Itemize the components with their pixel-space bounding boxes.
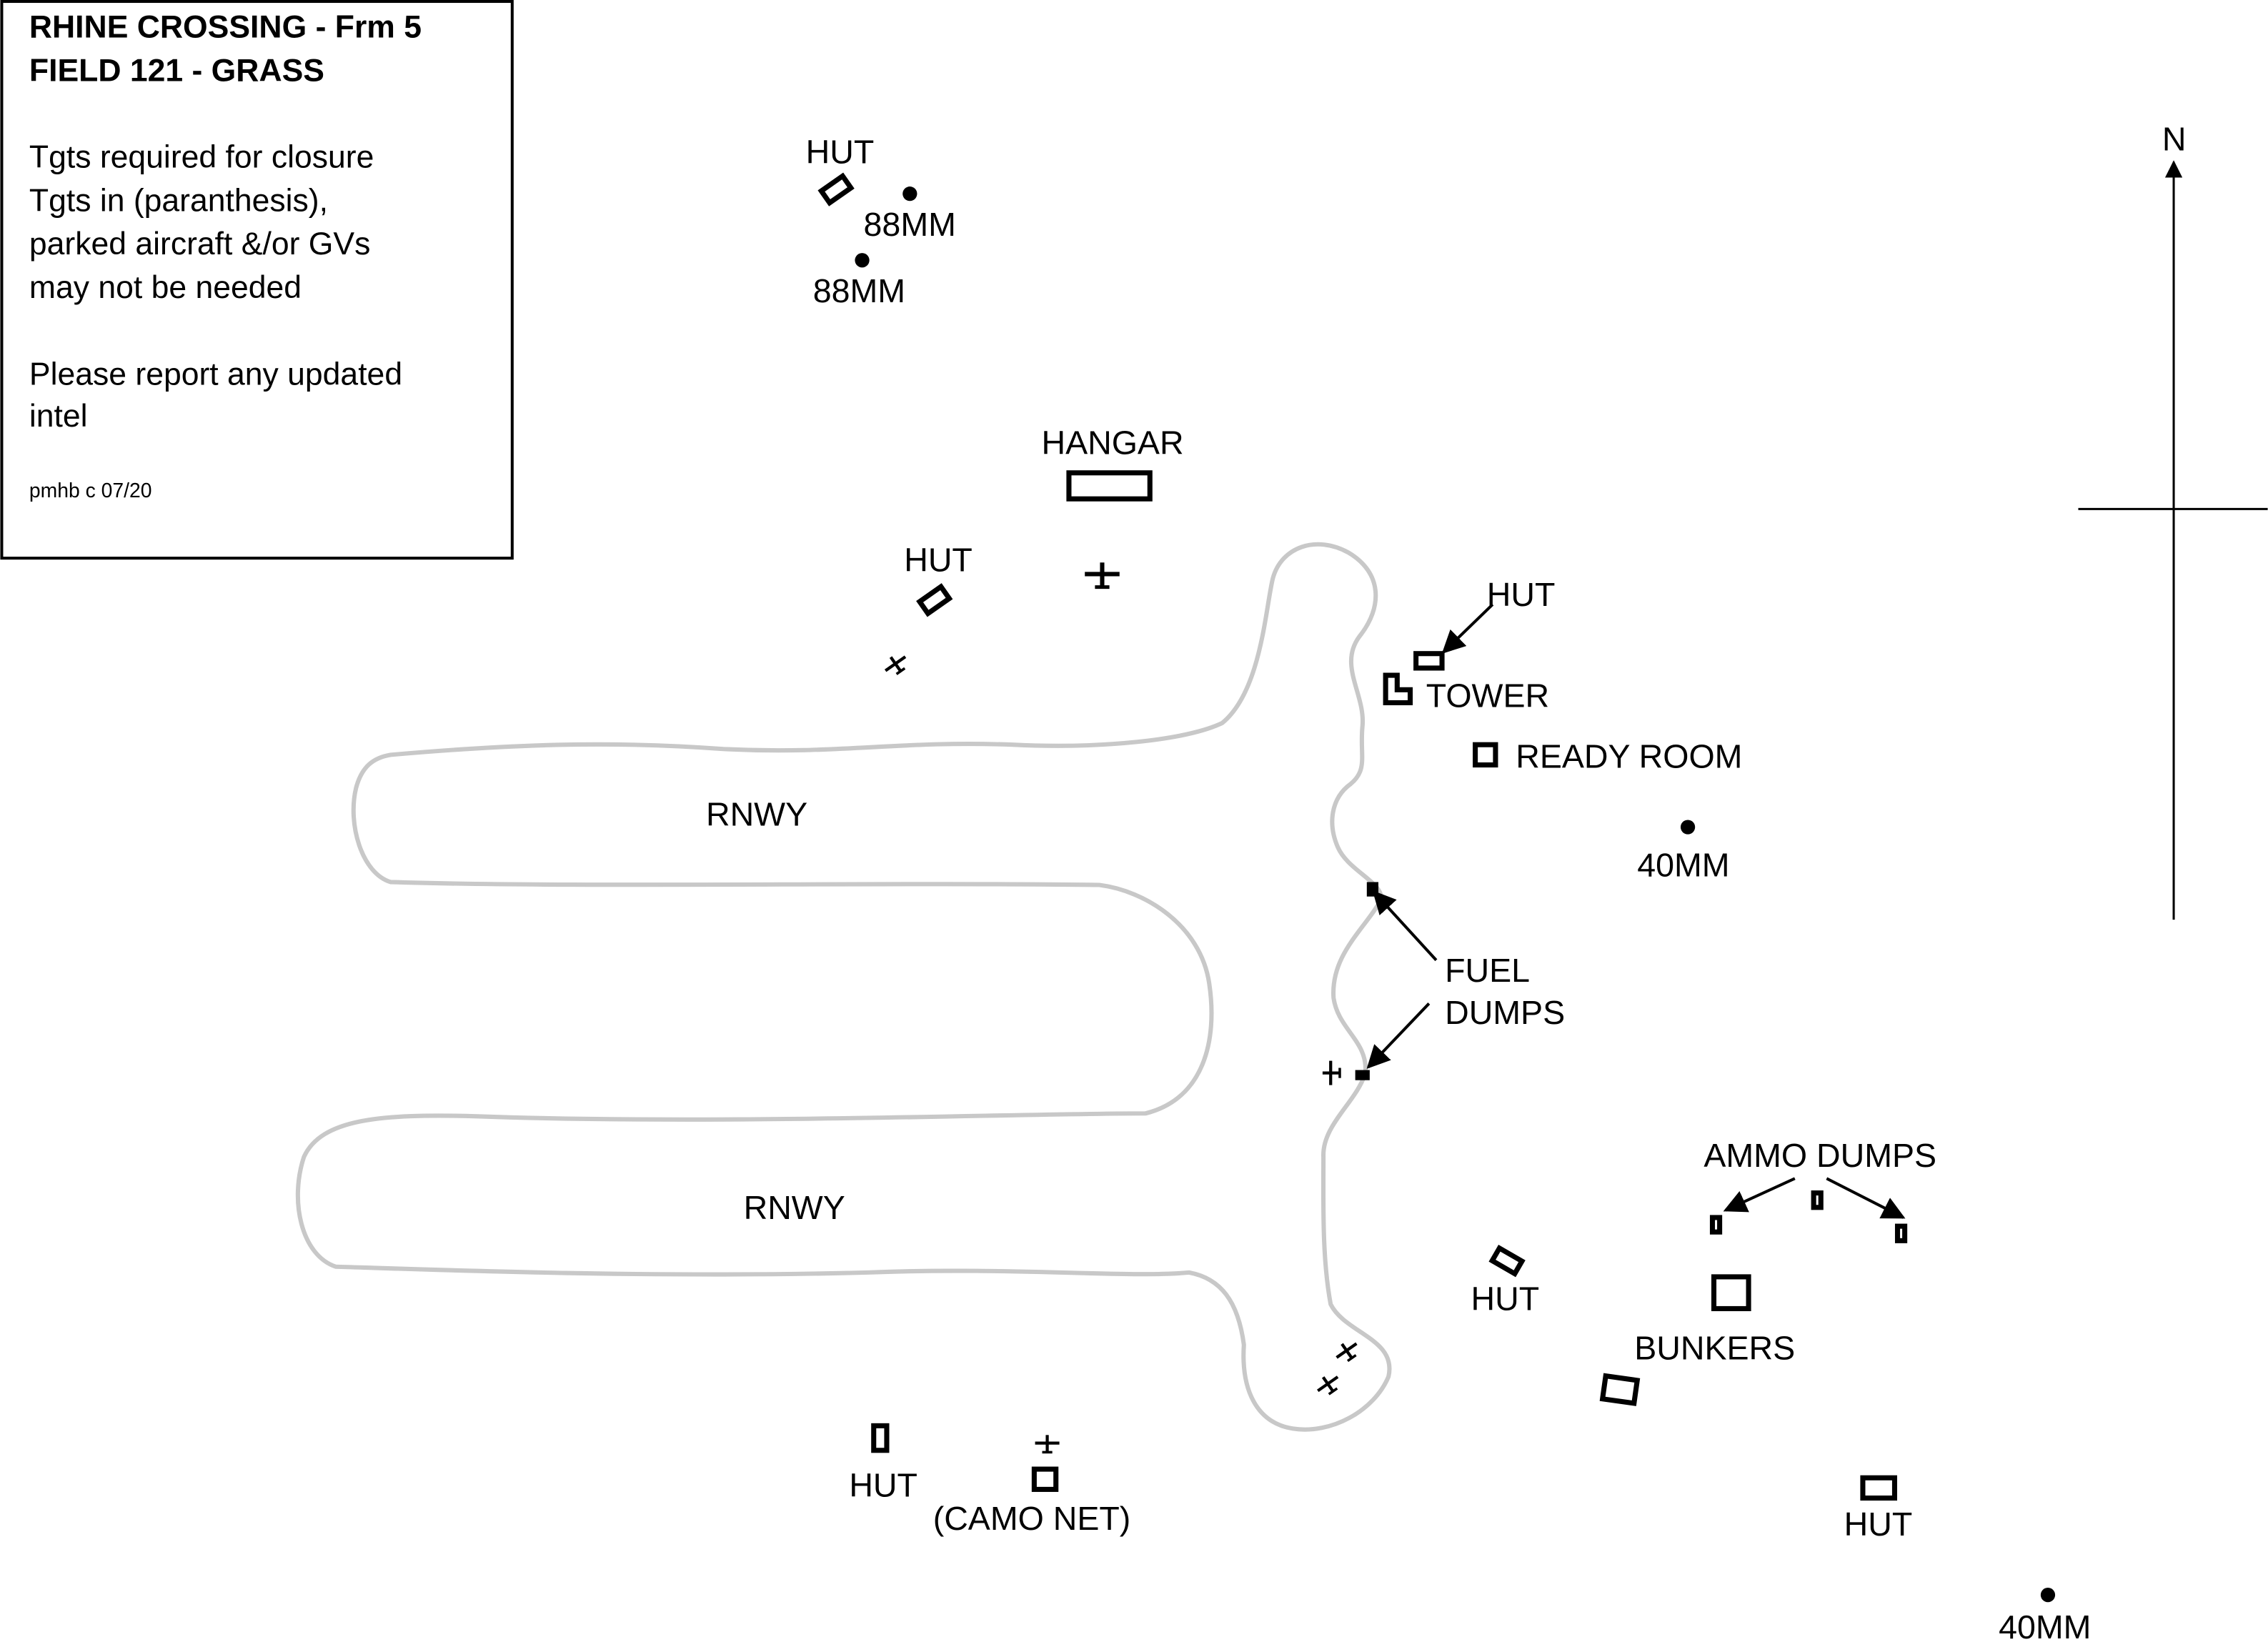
- aircraft-icon: [1332, 1337, 1362, 1365]
- fuel-dumps-label: FUEL: [1445, 952, 1530, 989]
- aircraft-icon: [1313, 1370, 1343, 1399]
- hangar-label: HANGAR: [1041, 424, 1183, 461]
- hut-label: HUT: [806, 134, 875, 171]
- gun-position-icon: [2040, 1588, 2056, 1603]
- gun-label: 40MM: [1999, 1608, 2091, 1646]
- ready-room-label: READY ROOM: [1516, 738, 1742, 775]
- aircraft-icon: [1085, 562, 1120, 588]
- note-line: Tgts in (paranthesis),: [29, 183, 328, 218]
- ammo-dump-icon: [1894, 1223, 1908, 1243]
- info-box: RHINE CROSSING - Frm 5 FIELD 121 - GRASS…: [0, 0, 514, 560]
- ammo-dump-icon: [1709, 1215, 1723, 1235]
- hut-building-icon: [817, 172, 855, 207]
- bunkers-label: BUNKERS: [1634, 1329, 1795, 1366]
- gun-label: 88MM: [813, 272, 905, 309]
- camo-net-label: (CAMO NET): [933, 1500, 1131, 1537]
- runway-label: RNWY: [706, 796, 807, 833]
- gun-position-icon: [1680, 820, 1696, 835]
- runway-label: RNWY: [744, 1189, 845, 1226]
- credit: pmhb c 07/20: [29, 479, 152, 502]
- ammo-dumps-label: AMMO DUMPS: [1704, 1137, 1936, 1174]
- tower-label: TOWER: [1426, 677, 1549, 715]
- hut-label: HUT: [1471, 1280, 1540, 1317]
- hut-label: HUT: [904, 541, 973, 578]
- ammo-dump-icon: [1811, 1190, 1824, 1210]
- report-line: Please report any updated: [29, 357, 402, 392]
- hut-label: HUT: [849, 1467, 917, 1504]
- arrow-icon: [1372, 890, 1438, 962]
- gun-position-icon: [902, 186, 917, 201]
- aircraft-icon: [881, 650, 911, 679]
- arrow-icon: [1723, 1177, 1796, 1213]
- bunker-icon: [1599, 1373, 1641, 1406]
- arrow-icon: [1441, 603, 1494, 654]
- hangar-building-icon: [1066, 470, 1153, 502]
- tower-building-icon: [1383, 672, 1413, 706]
- arrow-icon: [1366, 1002, 1431, 1069]
- compass: N: [2078, 120, 2268, 920]
- hut-building-icon: [916, 583, 953, 617]
- map-title: RHINE CROSSING - Frm 5: [29, 10, 422, 45]
- ready-room-building-icon: [1473, 742, 1498, 768]
- hut-building-icon: [871, 1423, 890, 1453]
- note-line: may not be needed: [29, 270, 302, 305]
- gun-label: 88MM: [864, 206, 956, 243]
- aircraft-icon: [1323, 1061, 1341, 1085]
- aircraft-icon: [1035, 1435, 1060, 1453]
- hut-label: HUT: [1487, 576, 1556, 613]
- hut-label: HUT: [1844, 1506, 1913, 1543]
- hut-building-icon: [1488, 1244, 1526, 1278]
- hut-building-icon: [1413, 651, 1445, 671]
- report-line: intel: [29, 399, 88, 434]
- hut-building-icon: [1860, 1475, 1898, 1501]
- gun-label: 40MM: [1637, 846, 1729, 883]
- note-line: parked aircraft &/or GVs: [29, 227, 370, 262]
- field-name: FIELD 121 - GRASS: [29, 53, 324, 88]
- arrow-icon: [1826, 1177, 1906, 1219]
- camo-net-icon: [1031, 1466, 1059, 1492]
- fuel-dumps-label: DUMPS: [1445, 994, 1565, 1031]
- gun-position-icon: [855, 253, 870, 268]
- info-box-border: [0, 0, 514, 560]
- runway-outline: [295, 542, 1392, 1432]
- bunker-icon: [1711, 1274, 1751, 1311]
- north-label: N: [2162, 120, 2187, 157]
- fuel-dump-icon: [1355, 1070, 1370, 1080]
- note-line: Tgts required for closure: [29, 140, 374, 175]
